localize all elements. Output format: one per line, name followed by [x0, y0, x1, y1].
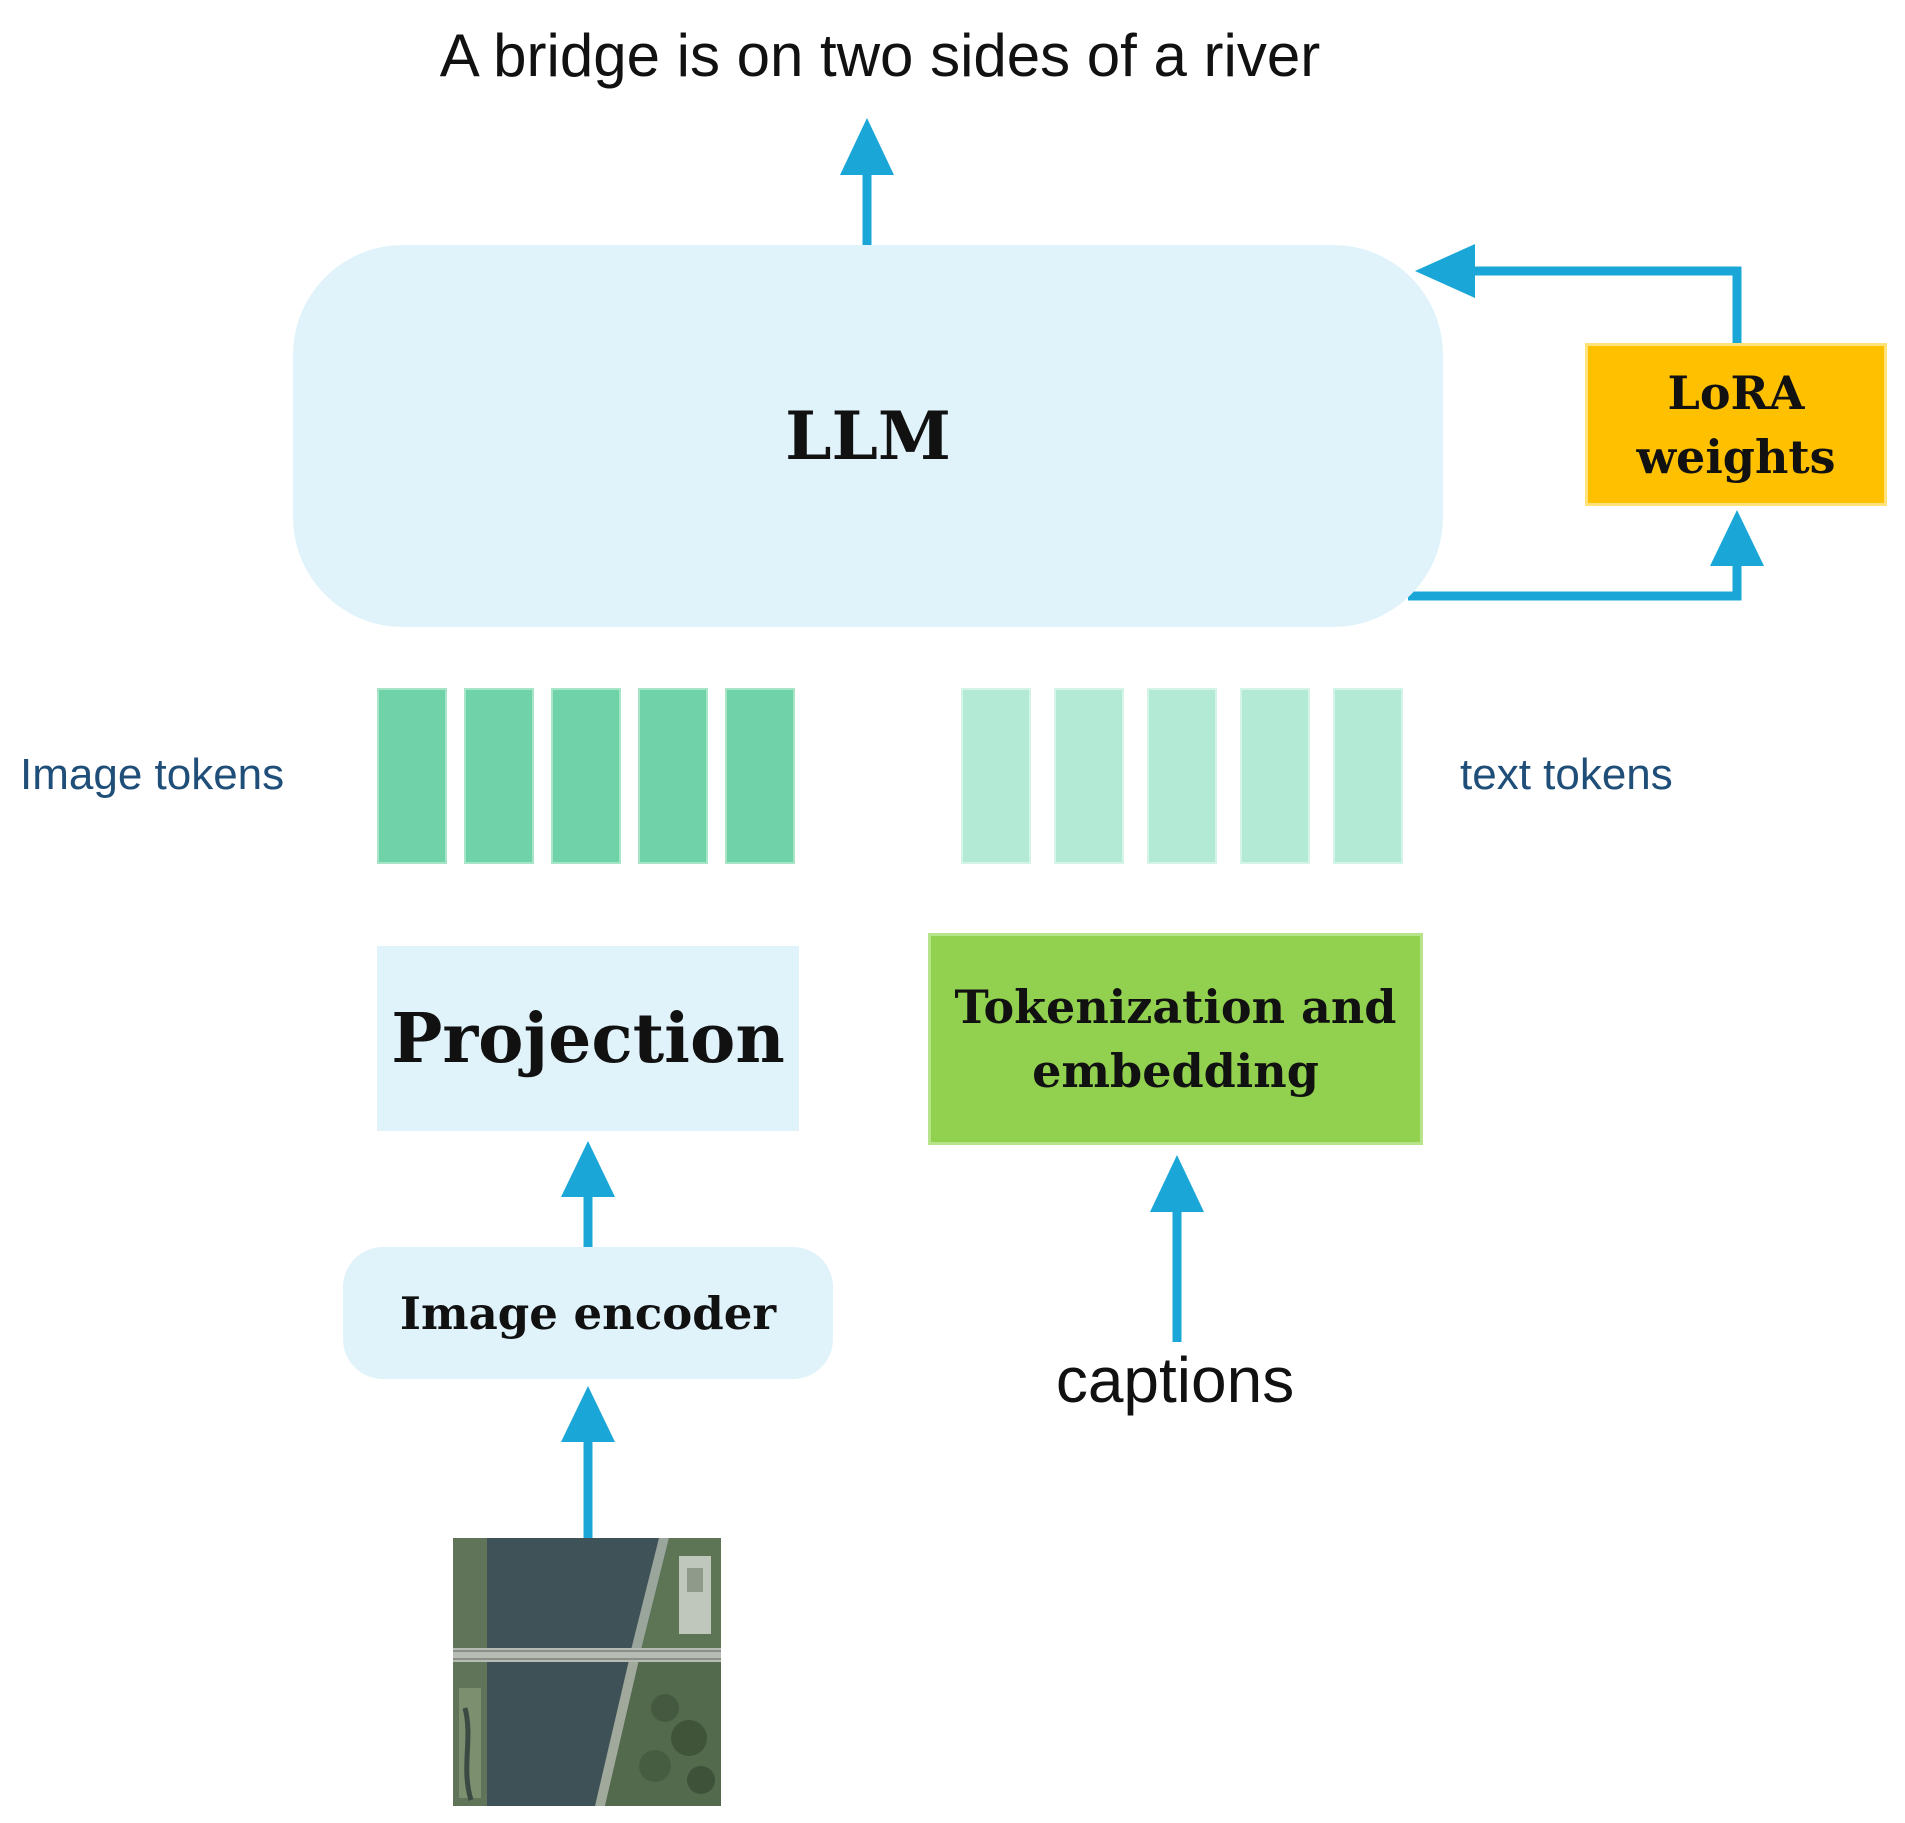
- image-encoder-label: Image encoder: [399, 1286, 777, 1340]
- image-token: [551, 688, 621, 864]
- arrow-llm-to-output-head: [840, 118, 894, 175]
- arrow-lora-to-llm-head: [1415, 244, 1475, 298]
- lora-weights-block: LoRA weights: [1585, 343, 1887, 506]
- image-token: [638, 688, 708, 864]
- arrow-llm-to-lora-line: [1408, 560, 1742, 601]
- image-tokens-label: Image tokens: [20, 750, 285, 799]
- text-token: [961, 688, 1031, 864]
- text-token: [1333, 688, 1403, 864]
- image-token: [377, 688, 447, 864]
- image-token: [464, 688, 534, 864]
- output-caption: A bridge is on two sides of a river: [439, 21, 1321, 89]
- image-encoder-block: Image encoder: [343, 1247, 833, 1379]
- arrow-lora-to-llm-line: [1465, 266, 1742, 343]
- lora-label-line1: LoRA: [1667, 365, 1805, 420]
- text-token: [1147, 688, 1217, 864]
- captions-label: captions: [1055, 1344, 1295, 1416]
- text-tokens-label: text tokens: [1460, 750, 1673, 799]
- text-token: [1054, 688, 1124, 864]
- text-token: [1240, 688, 1310, 864]
- llm-block: LLM: [293, 245, 1443, 627]
- aerial-river-image: [453, 1538, 721, 1806]
- image-token: [725, 688, 795, 864]
- arrow-image-to-encoder-head: [561, 1386, 615, 1442]
- arrow-encoder-to-projection-head: [561, 1141, 615, 1197]
- projection-label: Projection: [391, 998, 785, 1079]
- tokenization-label-line1: Tokenization and: [954, 980, 1397, 1034]
- tokenization-label-line2: embedding: [1032, 1044, 1319, 1098]
- projection-block: Projection: [377, 946, 799, 1131]
- tokenization-embedding-block: Tokenization and embedding: [928, 933, 1423, 1145]
- arrow-captions-to-tokenization-head: [1150, 1155, 1204, 1212]
- arrow-llm-to-lora-head: [1710, 510, 1764, 566]
- llm-label: LLM: [785, 397, 951, 475]
- lora-label-line2: weights: [1636, 429, 1836, 484]
